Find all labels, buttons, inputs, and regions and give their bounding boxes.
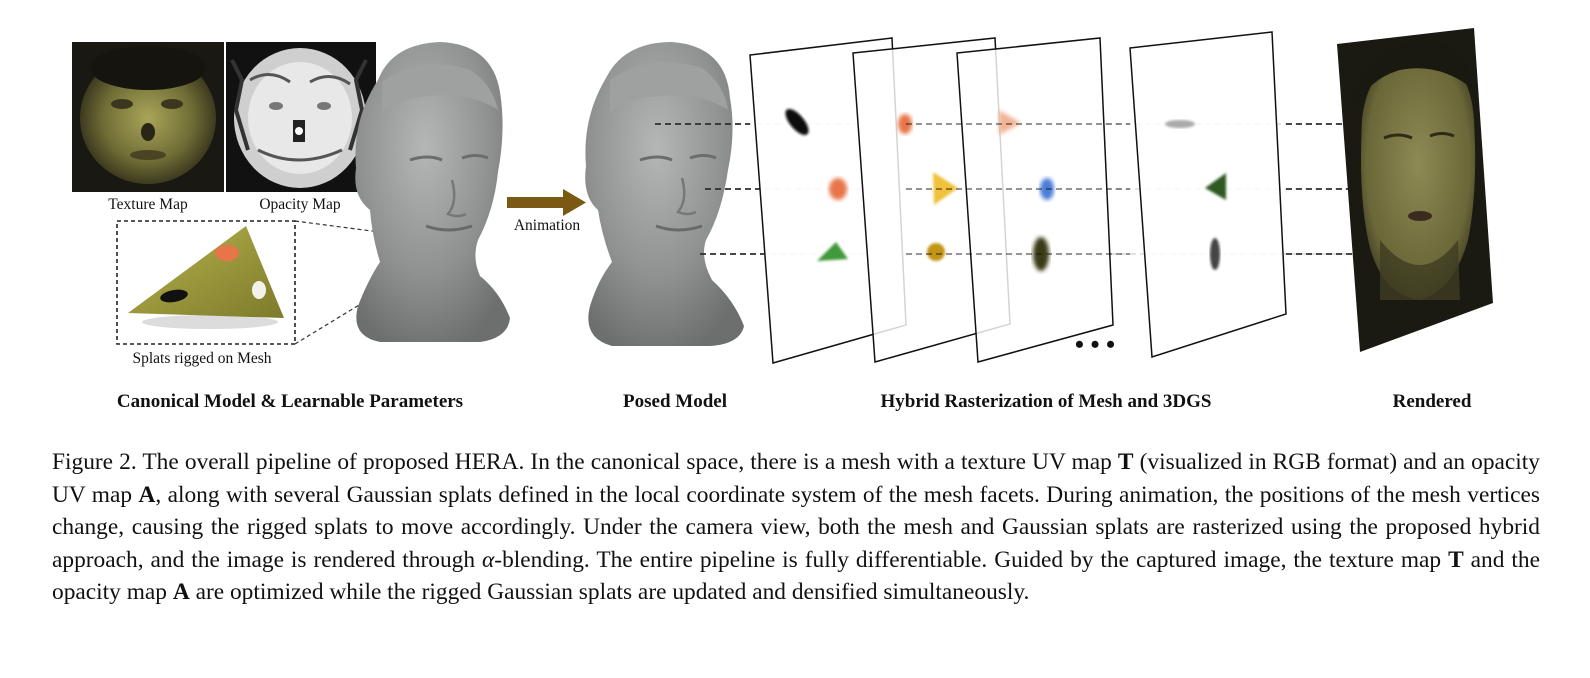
darkgray-splat (1210, 238, 1220, 270)
ellipsis-dots: • • • (1075, 330, 1115, 359)
splats-inset (116, 220, 296, 345)
animation-label: Animation (514, 217, 581, 234)
splats-rigged-label: Splats rigged on Mesh (132, 350, 271, 367)
canonical-head-mesh (355, 42, 510, 342)
caption-text-1: Figure 2. The overall pipeline of propos… (52, 449, 1118, 475)
section-title-posed: Posed Model (623, 391, 727, 412)
orange-splat (215, 245, 239, 261)
black-splat (785, 108, 809, 136)
posed-head-mesh (585, 42, 744, 346)
opacity-map-label: Opacity Map (259, 196, 341, 213)
caption-symbol-T: T (1117, 449, 1134, 475)
section-title-hybrid: Hybrid Rasterization of Mesh and 3DGS (881, 391, 1212, 412)
animation-arrow (507, 189, 586, 216)
darkgreen-splat (1205, 173, 1226, 200)
caption-text-3: , along with several Gaussian splats def… (52, 481, 1540, 573)
gold-splat (927, 243, 945, 261)
white-splat (252, 281, 266, 299)
orange-splat (829, 178, 847, 200)
gray-splat (1165, 120, 1195, 128)
pipeline-figure: Texture Map Opacity Map Splats rigged on… (72, 28, 1493, 412)
caption-symbol-A: A (172, 579, 190, 606)
texture-map-label: Texture Map (108, 196, 188, 213)
caption-text-5: and the opacity map (52, 546, 1540, 606)
rendered-face-image (1337, 28, 1493, 352)
orange-splat (898, 114, 912, 134)
yellow-splat (933, 172, 958, 205)
caption-text-4: -blending. The entire pipeline is fully … (494, 546, 1449, 573)
caption-text-2: (visualized in RGB format) and an opacit… (52, 449, 1540, 508)
peach-splat (999, 110, 1021, 135)
section-title-rendered: Rendered (1393, 391, 1472, 412)
caption-symbol-A: A (138, 481, 156, 508)
caption-text-6: are optimized while the rigged Gaussian … (189, 579, 1030, 606)
mesh-facet-triangle (128, 226, 284, 318)
figure-caption: Figure 2. The overall pipeline of propos… (52, 446, 1540, 609)
raster-plane-3 (956, 37, 1114, 363)
section-title-canonical: Canonical Model & Learnable Parameters (117, 391, 463, 412)
green-splat (817, 242, 848, 261)
caption-symbol-T: T (1448, 546, 1464, 573)
texture-map-image (72, 42, 224, 192)
opacity-map-image (226, 42, 376, 192)
caption-symbol-alpha: α (482, 546, 495, 573)
black-splat (160, 289, 188, 303)
raster-plane-4 (1129, 31, 1287, 359)
